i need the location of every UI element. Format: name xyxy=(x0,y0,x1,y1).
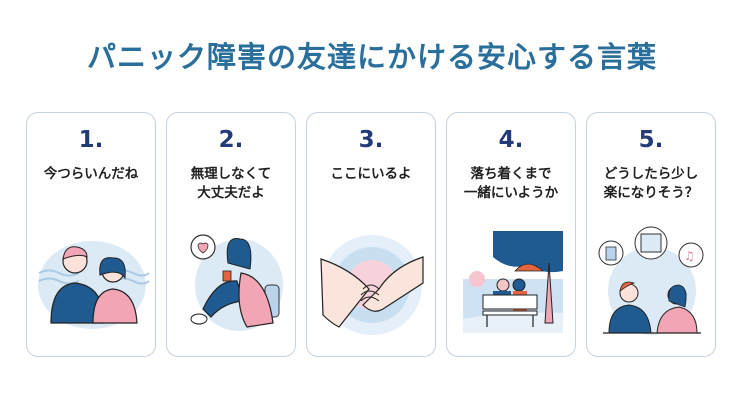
card-5: 5. どうしたら少し 楽になりそう？ ♫ xyxy=(586,112,716,357)
card-4: 4. 落ち着くまで 一緒にいようか xyxy=(446,112,576,357)
holding-hands-icon xyxy=(320,235,424,335)
card-1: 1. 今つらいんだね xyxy=(26,112,156,357)
bench-by-sea-icon xyxy=(463,231,563,333)
svg-text:♫: ♫ xyxy=(684,249,695,263)
card-3: 3. ここにいるよ xyxy=(306,112,436,357)
relaxing-with-blanket-icon xyxy=(190,234,283,331)
card-phrase: 無理しなくて 大丈夫だよ xyxy=(190,166,272,201)
conversation-ideas-icon: ♫ xyxy=(598,226,704,335)
card-phrase: 落ち着くまで 一緒にいようか xyxy=(463,166,559,201)
card-phrase: どうしたら少し 楽になりそう？ xyxy=(603,166,699,201)
card-number: 1. xyxy=(78,127,104,153)
card-number: 2. xyxy=(218,127,244,153)
page-title: パニック障害の友達にかける安心する言葉 xyxy=(86,40,657,74)
card-2: 2. 無理しなくて 大丈夫だよ xyxy=(166,112,296,357)
card-phrase: ここにいるよ xyxy=(330,166,412,182)
comforting-shoulder-icon xyxy=(38,241,150,329)
card-number: 5. xyxy=(638,127,664,153)
card-phrase: 今つらいんだね xyxy=(43,166,139,182)
card-number: 4. xyxy=(498,127,524,153)
card-number: 3. xyxy=(358,127,384,153)
